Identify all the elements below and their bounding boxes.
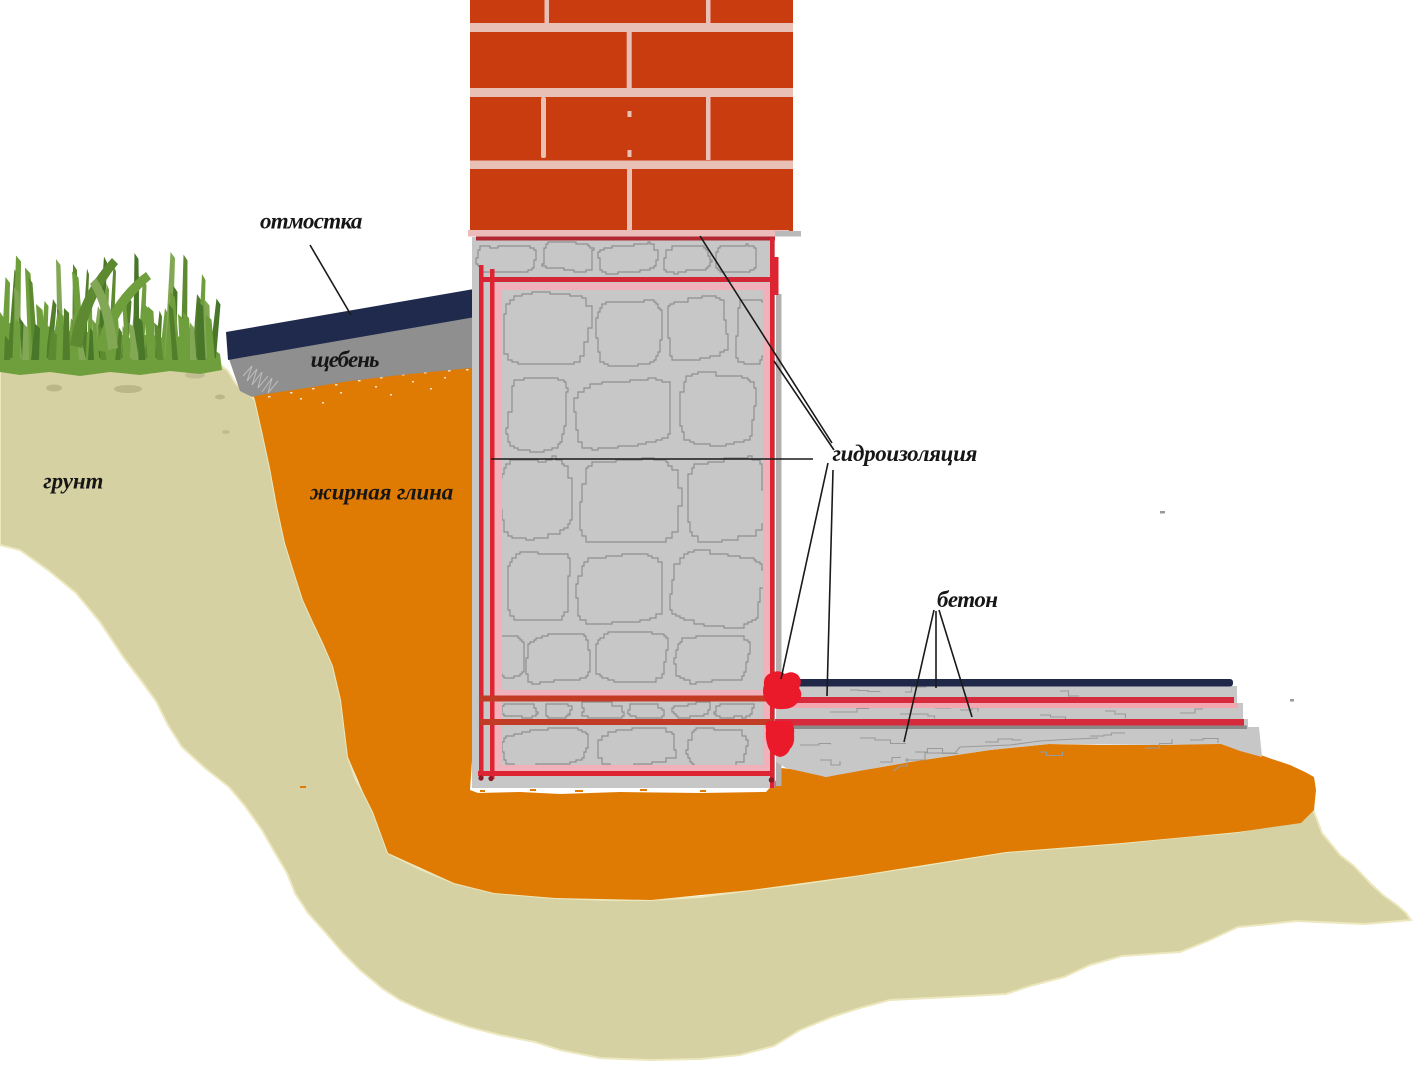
svg-text:грунт: грунт bbox=[43, 469, 103, 494]
svg-text:отмостка: отмостка bbox=[260, 209, 362, 234]
svg-text:щебень: щебень bbox=[311, 347, 379, 372]
svg-text:гидроизоляция: гидроизоляция bbox=[833, 441, 978, 466]
svg-text:жирная глина: жирная глина bbox=[309, 480, 453, 505]
svg-text:бетон: бетон bbox=[937, 587, 998, 612]
